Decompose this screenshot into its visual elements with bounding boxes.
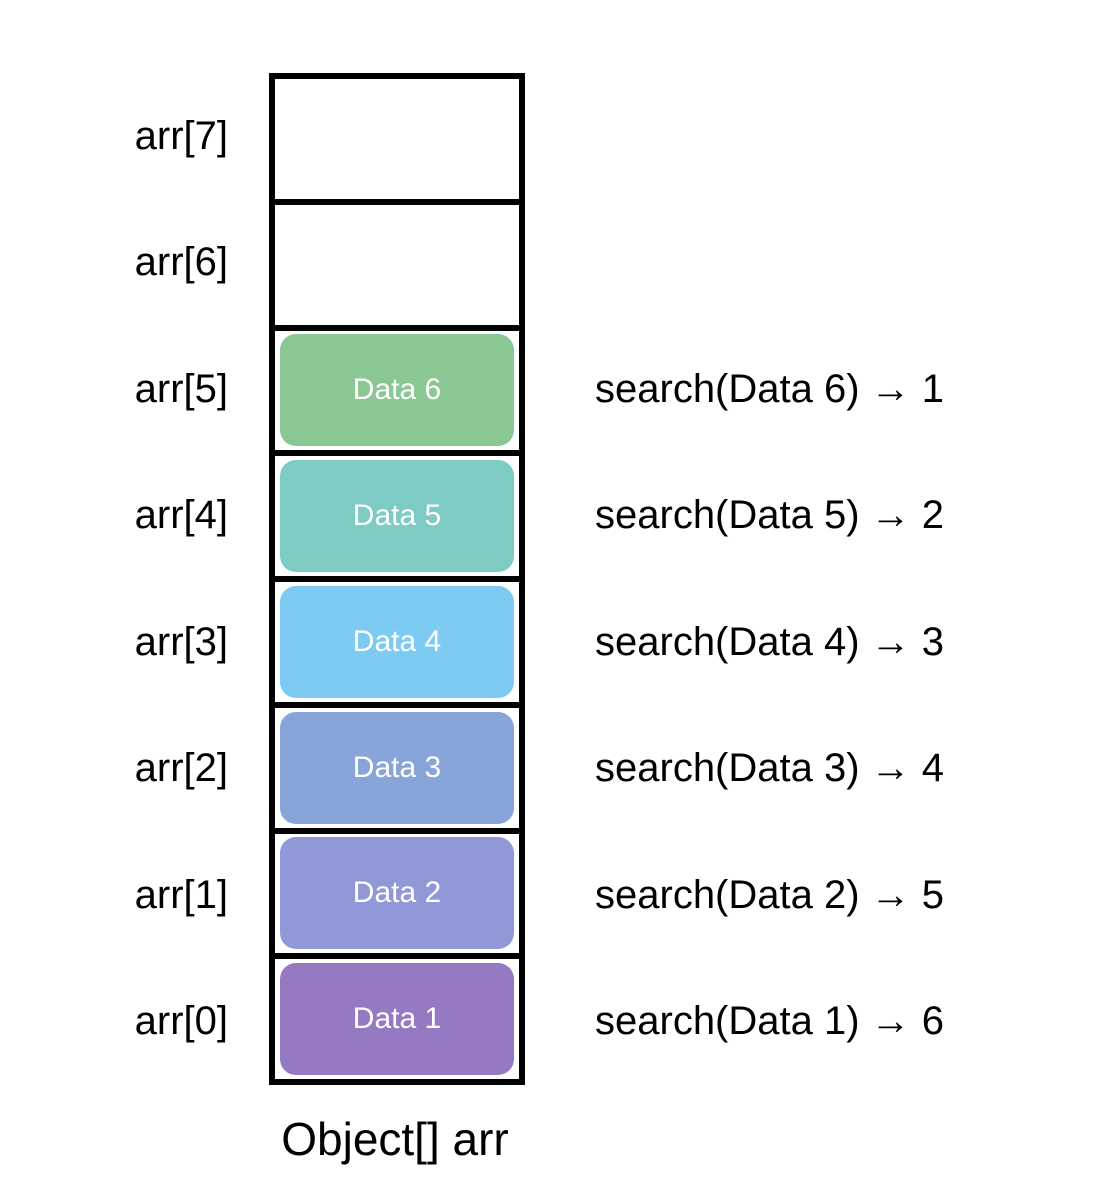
index-label: arr[3] — [134, 619, 228, 664]
index-label: arr[2] — [134, 746, 228, 791]
array-cell: Data 1 — [275, 959, 519, 1079]
array-cell: Data 4 — [275, 582, 519, 708]
index-label: arr[1] — [134, 872, 228, 917]
array-cell: Data 3 — [275, 708, 519, 834]
array-column: Data 6 Data 5 Data 4 Data 3 Data 2 Data … — [269, 73, 525, 1085]
search-annotation: search(Data 2) → 5 — [595, 872, 945, 917]
array-cell-empty — [275, 79, 519, 205]
index-label: arr[6] — [134, 240, 228, 285]
array-cell: Data 6 — [275, 331, 519, 457]
data-item: Data 4 — [280, 585, 514, 698]
array-type-label: Object[] arr — [281, 1113, 509, 1165]
array-cell: Data 2 — [275, 834, 519, 960]
data-item: Data 6 — [280, 334, 514, 447]
data-item: Data 1 — [280, 963, 514, 1076]
index-label: arr[5] — [134, 366, 228, 411]
search-annotation: search(Data 3) → 4 — [595, 746, 945, 791]
index-label: arr[0] — [134, 999, 228, 1044]
data-item: Data 2 — [280, 837, 514, 950]
search-annotation: search(Data 6) → 1 — [595, 366, 945, 411]
data-item: Data 3 — [280, 711, 514, 824]
search-annotation: search(Data 1) → 6 — [595, 999, 945, 1044]
data-item: Data 5 — [280, 460, 514, 573]
array-cell: Data 5 — [275, 456, 519, 582]
search-annotation: search(Data 4) → 3 — [595, 619, 945, 664]
index-label: arr[4] — [134, 493, 228, 538]
index-label: arr[7] — [134, 113, 228, 158]
array-cell-empty — [275, 205, 519, 331]
search-annotation-column: search(Data 6) → 1 search(Data 5) → 2 se… — [595, 326, 1065, 1085]
index-label-column: arr[7] arr[6] arr[5] arr[4] arr[3] arr[2… — [0, 73, 236, 1085]
search-annotation: search(Data 5) → 2 — [595, 493, 945, 538]
